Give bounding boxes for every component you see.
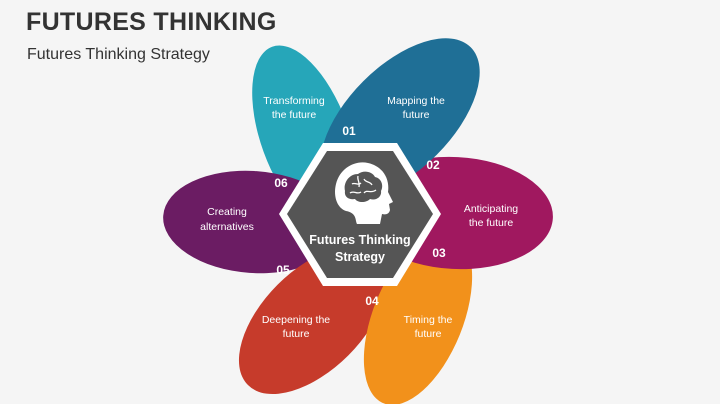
page-title: FUTURES THINKING xyxy=(26,8,277,36)
item-4-label-line1: Timing the xyxy=(404,314,453,326)
item-5-number: 05 xyxy=(276,263,290,277)
item-4-number: 04 xyxy=(365,294,379,308)
center-label-line1: Futures Thinking xyxy=(309,233,410,247)
item-3-label-line2: the future xyxy=(469,217,514,229)
item-4-label-line2: future xyxy=(415,328,442,340)
brain-head-icon xyxy=(335,162,393,224)
item-6-label-line1: Creating xyxy=(207,206,247,218)
item-5-label-line2: future xyxy=(283,328,310,340)
item-5-label-line1: Deepening the xyxy=(262,314,330,326)
item-6-label-line2: alternatives xyxy=(200,221,254,233)
item-1-label-line2: the future xyxy=(272,109,317,121)
center-label-line2: Strategy xyxy=(335,250,385,264)
item-2-label-line1: Mapping the xyxy=(387,95,445,107)
item-1-label-line1: Transforming xyxy=(263,95,325,107)
item-1-number: 01 xyxy=(342,124,356,138)
page-subtitle: Futures Thinking Strategy xyxy=(27,46,210,63)
item-6-number: 06 xyxy=(274,176,288,190)
item-2-number: 02 xyxy=(426,158,440,172)
item-2-label-line2: future xyxy=(403,109,430,121)
item-3-label-line1: Anticipating xyxy=(464,203,518,215)
item-3-number: 03 xyxy=(432,246,446,260)
